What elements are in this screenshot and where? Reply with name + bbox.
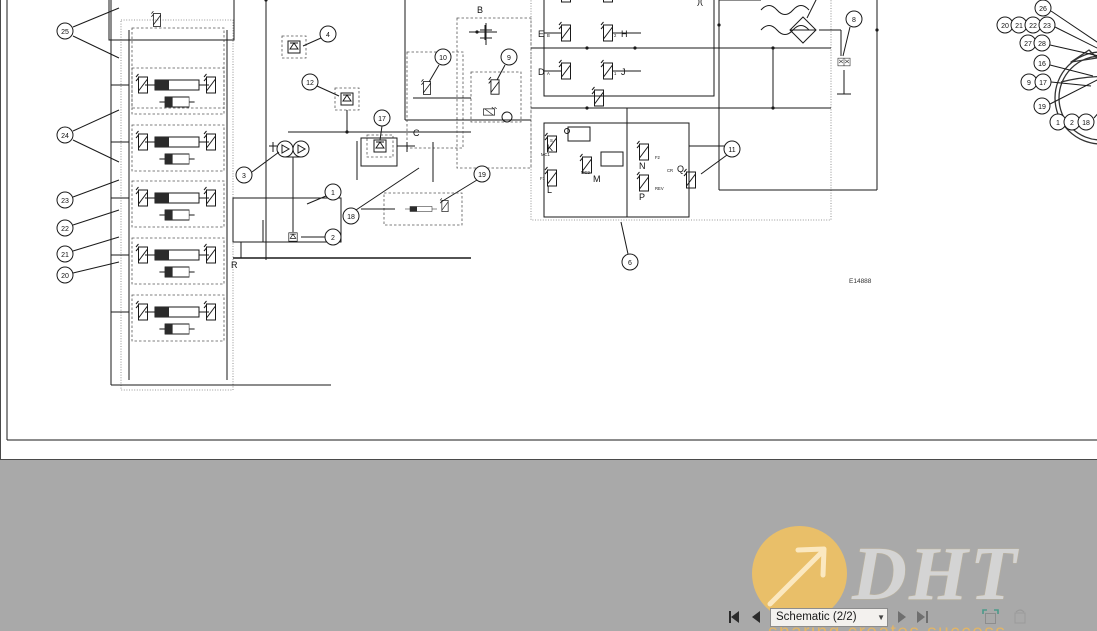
svg-text:27: 27 bbox=[1024, 41, 1032, 48]
port-label-L: L bbox=[547, 185, 552, 195]
svg-text:1: 1 bbox=[614, 71, 617, 76]
machine-detail-circle bbox=[1054, 49, 1097, 145]
svg-text:CR: CR bbox=[667, 168, 673, 173]
port-label-C: C bbox=[413, 128, 420, 138]
port-label-P: P bbox=[639, 192, 645, 202]
svg-text:REV: REV bbox=[655, 186, 664, 191]
svg-text:8: 8 bbox=[852, 17, 856, 24]
svg-text:MC1: MC1 bbox=[541, 152, 551, 157]
svg-text:1: 1 bbox=[331, 190, 335, 197]
svg-text:9: 9 bbox=[507, 55, 511, 62]
svg-text:A: A bbox=[547, 71, 550, 76]
chevron-down-icon: ▼ bbox=[877, 612, 885, 622]
svg-text:16: 16 bbox=[1038, 61, 1046, 68]
svg-text:17: 17 bbox=[378, 116, 386, 123]
svg-text:21: 21 bbox=[61, 252, 69, 259]
port-label-R: R bbox=[231, 260, 238, 270]
svg-text:2: 2 bbox=[1070, 120, 1074, 127]
svg-text:23: 23 bbox=[1043, 23, 1051, 30]
callout-group-illustration: 4 12 26 20 21 22 23 27 28 bbox=[996, 0, 1097, 131]
fit-page-icon[interactable] bbox=[980, 607, 1000, 627]
schematic-drawing: .ln{stroke:#1a1a1a;stroke-width:1;fill:n… bbox=[1, 0, 1097, 459]
svg-text:)(: )( bbox=[697, 0, 703, 6]
svg-text:10: 10 bbox=[439, 55, 447, 62]
svg-text:24: 24 bbox=[61, 133, 69, 140]
svg-text:S: S bbox=[550, 138, 553, 143]
svg-text:21: 21 bbox=[1015, 23, 1023, 30]
page-selector-dropdown[interactable]: Schematic (2/2) ▼ bbox=[770, 607, 888, 627]
document-page-area[interactable]: .ln{stroke:#1a1a1a;stroke-width:1;fill:n… bbox=[0, 0, 1097, 460]
svg-text:6: 6 bbox=[628, 260, 632, 267]
callout-group-left: 25 24 23 22 21 20 bbox=[56, 7, 120, 284]
svg-text:19: 19 bbox=[478, 172, 486, 179]
port-label-J: J bbox=[621, 67, 626, 77]
svg-text:22: 22 bbox=[1029, 23, 1037, 30]
port-label-Q: Q bbox=[677, 164, 684, 174]
svg-text:28: 28 bbox=[1038, 41, 1046, 48]
previous-page-icon[interactable] bbox=[746, 607, 766, 627]
port-label-M: M bbox=[593, 174, 601, 184]
drawing-number: E14888 bbox=[849, 278, 872, 285]
svg-text:18: 18 bbox=[347, 214, 355, 221]
page-selector-value: Schematic (2/2) bbox=[776, 611, 857, 623]
svg-text:1: 1 bbox=[1056, 120, 1060, 127]
svg-text:2: 2 bbox=[614, 33, 617, 38]
first-page-icon[interactable] bbox=[726, 607, 746, 627]
svg-text:17: 17 bbox=[1039, 80, 1047, 87]
svg-text:F1: F1 bbox=[540, 176, 546, 181]
svg-text:3: 3 bbox=[242, 173, 246, 180]
svg-text:20: 20 bbox=[1001, 23, 1009, 30]
port-label-E: E bbox=[538, 29, 544, 39]
rotate-view-icon[interactable] bbox=[1010, 607, 1030, 627]
port-label-D: D bbox=[538, 67, 545, 77]
svg-text:2: 2 bbox=[331, 235, 335, 242]
page-navigation-toolbar[interactable]: Schematic (2/2) ▼ bbox=[0, 603, 1097, 631]
hydraulic-schematic-svg: .ln{stroke:#1a1a1a;stroke-width:1;fill:n… bbox=[6, 0, 1097, 441]
port-label-N: N bbox=[639, 161, 646, 171]
port-label-K: K bbox=[547, 143, 553, 153]
svg-text:20: 20 bbox=[61, 273, 69, 280]
svg-text:9: 9 bbox=[1027, 80, 1031, 87]
svg-text:23: 23 bbox=[61, 198, 69, 205]
svg-text:12: 12 bbox=[306, 80, 314, 87]
port-label-H: H bbox=[621, 29, 628, 39]
svg-text:11: 11 bbox=[728, 147, 735, 154]
viewer-background bbox=[0, 460, 1097, 631]
svg-text:25: 25 bbox=[61, 29, 69, 36]
document-sheet: .ln{stroke:#1a1a1a;stroke-width:1;fill:n… bbox=[0, 0, 1097, 460]
svg-text:22: 22 bbox=[61, 226, 69, 233]
svg-text:19: 19 bbox=[1038, 104, 1046, 111]
port-label-B: B bbox=[477, 5, 483, 15]
svg-text:26: 26 bbox=[1039, 6, 1047, 13]
svg-text:18: 18 bbox=[1082, 120, 1090, 127]
svg-text:F2: F2 bbox=[655, 155, 661, 160]
svg-text:B: B bbox=[547, 33, 550, 38]
last-page-icon[interactable] bbox=[912, 607, 932, 627]
next-page-icon[interactable] bbox=[892, 607, 912, 627]
svg-text:MC2: MC2 bbox=[581, 170, 591, 175]
svg-text:4: 4 bbox=[326, 32, 330, 39]
